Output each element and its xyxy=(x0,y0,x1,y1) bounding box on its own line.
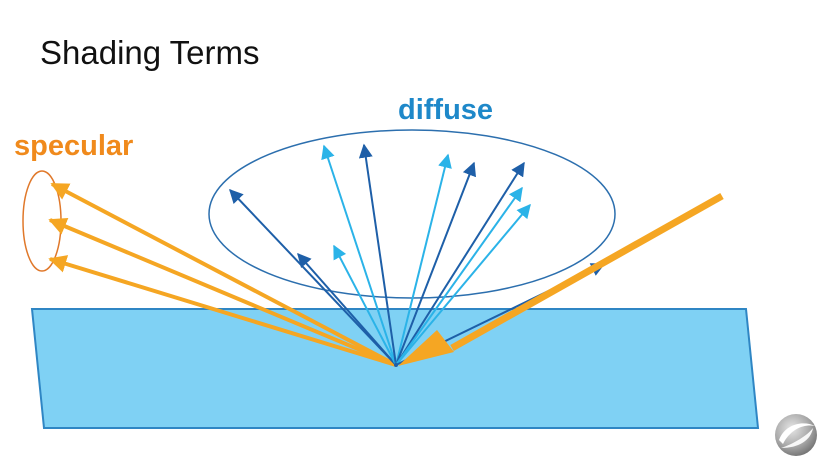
diffuse-ray xyxy=(297,252,397,366)
diffuse-rays xyxy=(229,143,606,366)
diffuse-ray xyxy=(333,244,397,366)
reflection-point xyxy=(394,363,398,367)
diffuse-ray xyxy=(358,143,397,366)
circular-swoosh-logo-icon xyxy=(775,414,817,456)
specular-ray-top xyxy=(50,182,397,367)
specular-ray-bottom xyxy=(48,255,397,367)
surface-slab xyxy=(30,308,760,429)
diffuse-ray xyxy=(395,203,531,366)
diffuse-ray xyxy=(395,161,525,366)
diffuse-ray xyxy=(395,153,452,366)
incident-light-ray xyxy=(450,192,724,352)
diffuse-ray xyxy=(395,186,523,366)
diffuse-lobe-ellipse xyxy=(208,129,616,299)
diffuse-ray xyxy=(321,144,397,366)
diffuse-ray xyxy=(395,161,476,366)
diffuse-ray xyxy=(229,188,397,366)
diffuse-label: diffuse xyxy=(398,94,494,126)
incident-ray-arrowhead xyxy=(398,330,454,366)
specular-ray-middle xyxy=(48,217,397,367)
specular-rays xyxy=(48,182,397,367)
slide-title: Shading Terms xyxy=(40,34,260,71)
specular-label: specular xyxy=(14,130,134,162)
